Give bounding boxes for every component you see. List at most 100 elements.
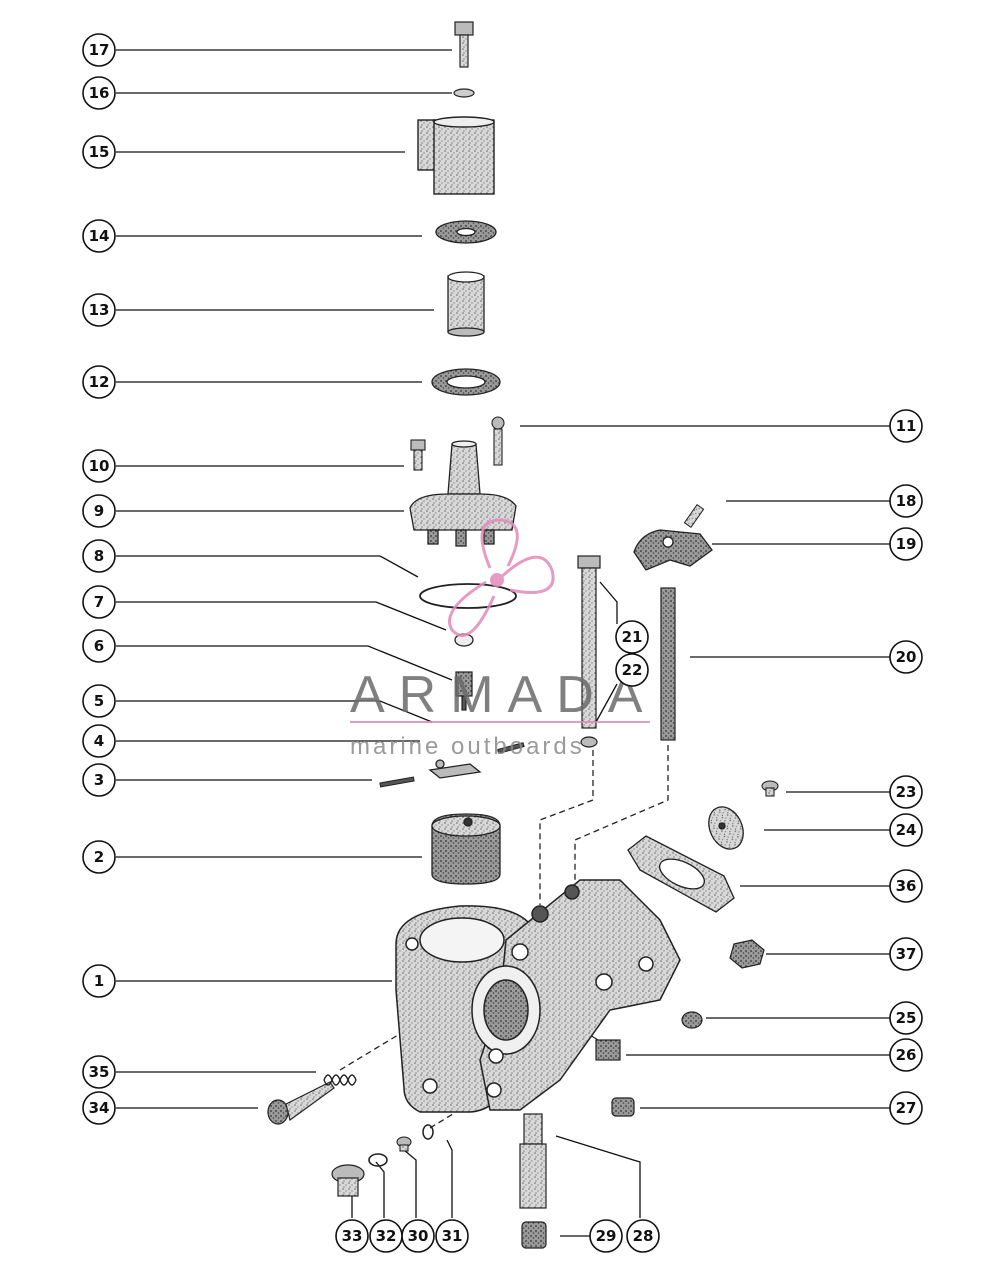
callout-circle [889,1091,923,1125]
part-25-plug-icon [681,1011,703,1029]
callout-number: 19 [896,535,917,553]
callout-number: 22 [622,661,643,679]
part-34-idle-mixture-screw-icon [267,1081,335,1125]
callout-number: 20 [896,648,917,666]
callout-number: 4 [94,732,104,750]
part-2-float-icon [431,813,501,885]
callout-2: 2 [82,840,116,874]
callout-21: 21 [615,620,649,654]
callout-33: 33 [335,1219,369,1253]
callout-29: 29 [589,1219,623,1253]
callout-number: 8 [94,547,104,565]
brand-watermark: ARMADA marine outboards [350,518,656,760]
callout-number: 37 [896,945,917,963]
callout-6: 6 [82,629,116,663]
part-13-filter-screen-icon [447,271,485,337]
callout-number: 26 [896,1046,917,1064]
brand-title: ARMADA [350,666,656,724]
callout-circle [82,135,116,169]
callout-number: 6 [94,637,104,655]
callout-circle [889,1038,923,1072]
part-18-screw-icon [683,503,705,529]
callout-number: 16 [89,84,110,102]
part-24-throttle-plate-icon [708,806,744,850]
callout-31: 31 [435,1219,469,1253]
part-31-o-ring-icon [422,1124,434,1140]
callout-35: 35 [82,1055,116,1089]
part-17-screw-icon [454,21,474,68]
callout-number: 5 [94,692,104,710]
callout-27: 27 [889,1091,923,1125]
callout-circle [82,33,116,67]
part-21-high-speed-nozzle-icon [577,555,601,729]
callout-number: 15 [89,143,110,161]
brand-tagline: marine outboards [350,733,585,760]
callout-circle [889,869,923,903]
part-32-washer-icon [368,1153,388,1167]
callout-number: 23 [896,783,917,801]
callout-19: 19 [889,527,923,561]
part-8-ring-gasket-icon [419,583,517,609]
part-6-needle-seat-icon [455,671,473,711]
callout-number: 2 [94,848,104,866]
part-10-screw-icon [410,439,426,471]
callout-number: 33 [342,1227,363,1245]
callout-24: 24 [889,813,923,847]
callout-circle [889,527,923,561]
callout-circle [82,629,116,663]
callout-12: 12 [82,365,116,399]
callout-circle [889,640,923,674]
callout-number: 17 [89,41,110,59]
callout-circle [889,1001,923,1035]
callout-circle [82,684,116,718]
callout-number: 3 [94,771,104,789]
callout-circle [82,763,116,797]
callout-circle [82,76,116,110]
callout-18: 18 [889,484,923,518]
propeller-logo-icon [448,518,555,637]
callout-37: 37 [889,937,923,971]
callout-circle [82,365,116,399]
part-33-drain-plug-icon [331,1164,365,1197]
callout-20: 20 [889,640,923,674]
callout-circle [82,1091,116,1125]
part-12-gasket-icon [431,368,501,396]
callout-circle [889,409,923,443]
callout-30: 30 [401,1219,435,1253]
callout-circle [82,724,116,758]
callout-number: 21 [622,628,643,646]
callout-number: 13 [89,301,110,319]
callout-26: 26 [889,1038,923,1072]
callout-7: 7 [82,585,116,619]
part-36-flange-gasket-icon [627,835,735,913]
part-30-screw-icon [396,1136,412,1152]
part-14-gasket-icon [435,220,497,244]
callout-number: 24 [896,821,917,839]
part-1-carburetor-body-icon [395,879,681,1113]
callout-number: 29 [596,1227,617,1245]
part-23-screw-icon [761,780,779,797]
callout-circle [889,937,923,971]
callout-circle [82,449,116,483]
callout-circle [335,1219,369,1253]
callout-group: 1234567891011121314151617181920212223242… [82,33,923,1253]
callout-number: 1 [94,972,104,990]
callout-circle [82,539,116,573]
callout-number: 36 [896,877,917,895]
callout-8: 8 [82,539,116,573]
callout-number: 30 [408,1227,429,1245]
callout-number: 11 [896,417,917,435]
callout-28: 28 [626,1219,660,1253]
callout-number: 28 [633,1227,654,1245]
callout-number: 18 [896,492,917,510]
callout-1: 1 [82,964,116,998]
callout-16: 16 [82,76,116,110]
callout-circle [589,1219,623,1253]
callout-circle [615,653,649,687]
callout-number: 34 [89,1099,110,1117]
part-29-cap-nut-icon [521,1221,547,1249]
callout-circle [82,1055,116,1089]
part-27-plug-icon [611,1097,635,1117]
callout-9: 9 [82,494,116,528]
